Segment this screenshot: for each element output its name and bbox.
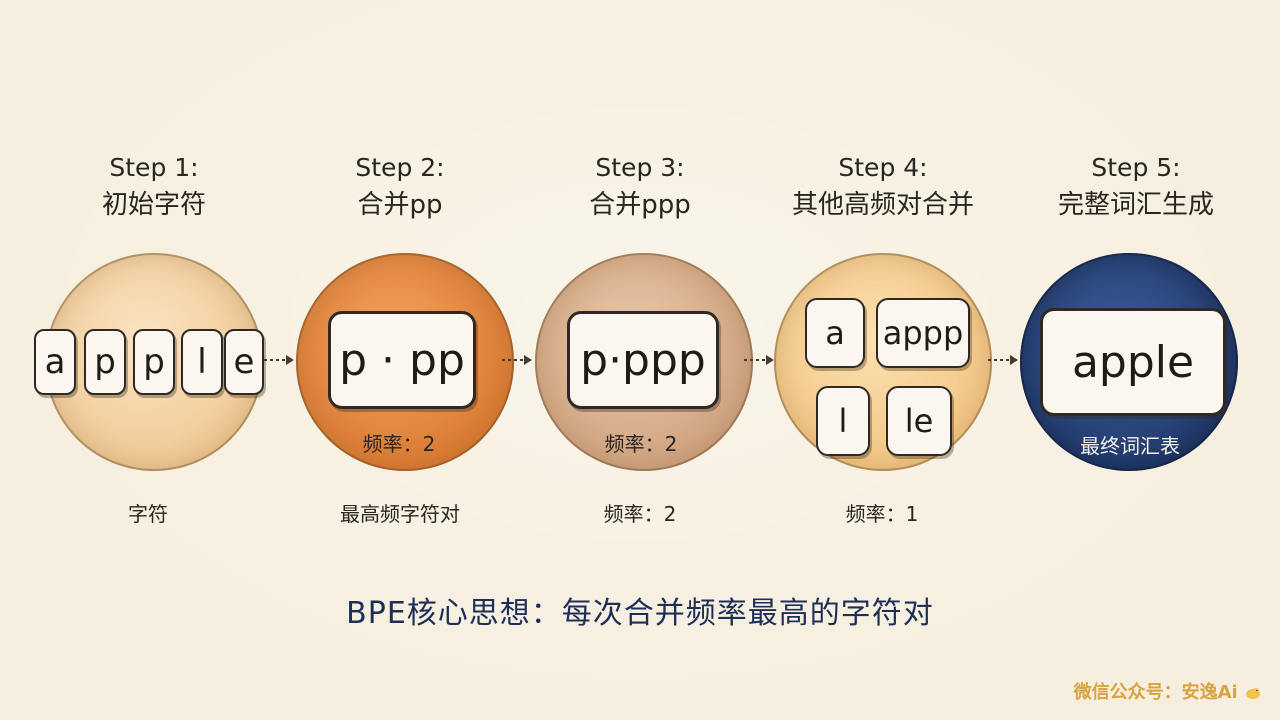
dotted-arrow-icon — [744, 355, 774, 365]
step-1-subtitle: 初始字符 — [101, 190, 206, 220]
step-1-title: Step 1: — [109, 153, 199, 182]
token-tile: appp — [876, 298, 970, 368]
step-1-caption: 字符 — [128, 502, 168, 526]
merged-token-tile: p · pp — [328, 311, 476, 409]
letter-tile: p — [133, 329, 175, 395]
letter-tile: a — [34, 329, 76, 395]
step-5-title: Step 5: — [1091, 153, 1181, 182]
dotted-arrow-icon — [988, 355, 1018, 365]
step-3-header: Step 3: 合并ppp — [520, 150, 760, 224]
step-1-header: Step 1: 初始字符 — [34, 150, 274, 224]
merged-token-tile: p·ppp — [567, 311, 719, 409]
step-4-header: Step 4: 其他高频对合并 — [763, 150, 1003, 224]
letter-tile: e — [224, 329, 264, 395]
step-3-title: Step 3: — [595, 153, 685, 182]
step-4-caption: 频率：1 — [845, 502, 919, 526]
final-token-tile: apple — [1040, 308, 1226, 416]
step-2-header: Step 2: 合并pp — [280, 150, 520, 224]
step-2-frequency: 频率：2 — [362, 432, 436, 456]
letter-tile: p — [84, 329, 126, 395]
token-tile: a — [805, 298, 865, 368]
duck-icon — [1246, 688, 1260, 699]
step-2-caption: 最高频字符对 — [340, 502, 460, 526]
step-3-frequency: 频率：2 — [604, 432, 678, 456]
step-2-subtitle: 合并pp — [357, 190, 443, 220]
step-4-title: Step 4: — [838, 153, 928, 182]
dotted-arrow-icon — [502, 355, 532, 365]
step-5-header: Step 5: 完整词汇生成 — [1016, 150, 1256, 224]
step-2-title: Step 2: — [355, 153, 445, 182]
watermark: 微信公众号：安逸Ai — [1074, 678, 1262, 704]
step-5-subtitle: 完整词汇生成 — [1057, 190, 1214, 220]
step-3-subtitle: 合并ppp — [589, 190, 691, 220]
step-4-subtitle: 其他高频对合并 — [791, 190, 974, 220]
watermark-text: 微信公众号：安逸Ai — [1073, 682, 1238, 703]
letter-tile: l — [181, 329, 223, 395]
step-5-label: 最终词汇表 — [1080, 434, 1180, 458]
step-3-caption: 频率：2 — [603, 502, 677, 526]
headline: BPE核心思想：每次合并频率最高的字符对 — [346, 596, 934, 631]
token-tile: le — [886, 386, 952, 456]
dotted-arrow-icon — [264, 355, 294, 365]
token-tile: l — [816, 386, 870, 456]
